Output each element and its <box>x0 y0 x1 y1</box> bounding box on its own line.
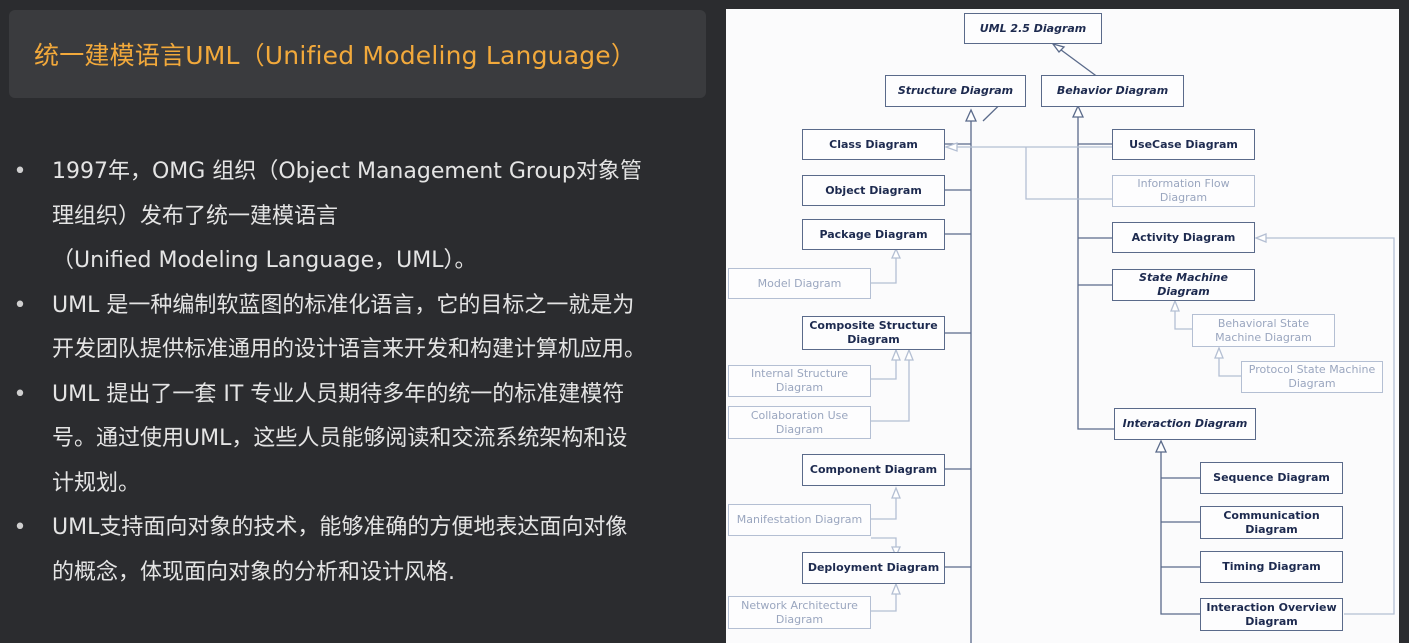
usecase-diagram-box: UseCase Diagram <box>1112 129 1255 160</box>
class-diagram-box: Class Diagram <box>802 129 945 160</box>
behavioral-state-machine-diagram-box: Behavioral State Machine Diagram <box>1192 314 1335 347</box>
manifestation-diagram-box: Manifestation Diagram <box>728 504 871 536</box>
model-diagram-box: Model Diagram <box>728 268 871 299</box>
bullet-dot-icon: • <box>13 381 27 407</box>
bullet-line: 计规划。 <box>52 470 141 496</box>
internal-structure-diagram-box: Internal Structure Diagram <box>728 365 871 397</box>
sequence-diagram-box: Sequence Diagram <box>1200 462 1343 494</box>
information-flow-diagram-box: Information Flow Diagram <box>1112 175 1255 207</box>
bullet-item: • 1997年，OMG 组织（Object Management Group对象… <box>12 150 712 284</box>
network-architecture-diagram-box: Network Architecture Diagram <box>728 596 871 629</box>
uml-diagram-panel: UML 2.5 Diagram Structure Diagram Behavi… <box>726 9 1399 643</box>
bullet-line: UML 是一种编制软蓝图的标准化语言，它的目标之一就是为 <box>52 292 635 318</box>
bullet-dot-icon: • <box>13 292 27 318</box>
structure-diagram-box: Structure Diagram <box>885 75 1026 107</box>
protocol-state-machine-diagram-box: Protocol State Machine Diagram <box>1241 361 1383 393</box>
dark-connectors <box>945 42 1200 643</box>
package-diagram-box: Package Diagram <box>802 219 945 250</box>
bullet-line: UML支持面向对象的技术，能够准确的方便地表达面向对像 <box>52 515 628 540</box>
title-bar: 统一建模语言UML（Unified Modeling Language） <box>9 10 706 98</box>
bullet-dot-icon: • <box>13 515 27 540</box>
deployment-diagram-box: Deployment Diagram <box>802 552 945 584</box>
diagram-connectors <box>871 42 1395 643</box>
faint-connectors <box>871 142 1395 615</box>
bullet-item: • UML 提出了一套 IT 专业人员期待多年的统一的标准建模符 号。通过使用U… <box>12 373 712 507</box>
composite-structure-diagram-box: Composite Structure Diagram <box>802 316 945 350</box>
state-machine-diagram-box: State Machine Diagram <box>1112 269 1255 301</box>
bullet-line: 1997年，OMG 组织（Object Management Group对象管 <box>52 159 642 184</box>
component-diagram-box: Component Diagram <box>802 454 945 486</box>
bullet-line: （Unified Modeling Language，UML）。 <box>52 248 477 273</box>
object-diagram-box: Object Diagram <box>802 175 945 206</box>
bullet-line: 开发团队提供标准通用的设计语言来开发和构建计算机应用。 <box>52 337 647 362</box>
bullet-item: • UML 是一种编制软蓝图的标准化语言，它的目标之一就是为 开发团队提供标准通… <box>12 284 712 373</box>
bullet-dot-icon: • <box>13 159 27 184</box>
bullet-item: • UML支持面向对象的技术，能够准确的方便地表达面向对像 的概念，体现面向对象… <box>12 506 712 595</box>
uml-root-box: UML 2.5 Diagram <box>964 13 1102 44</box>
bullet-line: 理组织）发布了统一建模语言 <box>52 203 339 229</box>
collaboration-use-diagram-box: Collaboration Use Diagram <box>728 406 871 439</box>
timing-diagram-box: Timing Diagram <box>1200 551 1343 583</box>
activity-diagram-box: Activity Diagram <box>1112 222 1255 253</box>
bullet-line: 的概念，体现面向对象的分析和设计风格. <box>52 559 455 585</box>
bullet-line: 号。通过使用UML，这些人员能够阅读和交流系统架构和设 <box>52 426 628 451</box>
communication-diagram-box: Communication Diagram <box>1200 506 1343 539</box>
bullet-line: UML 提出了一套 IT 专业人员期待多年的统一的标准建模符 <box>52 381 625 407</box>
bullet-list: • 1997年，OMG 组织（Object Management Group对象… <box>12 150 712 595</box>
slide-title: 统一建模语言UML（Unified Modeling Language） <box>34 41 637 70</box>
interaction-diagram-box: Interaction Diagram <box>1114 408 1256 440</box>
behavior-diagram-box: Behavior Diagram <box>1041 75 1184 107</box>
interaction-overview-diagram-box: Interaction Overview Diagram <box>1200 598 1343 631</box>
